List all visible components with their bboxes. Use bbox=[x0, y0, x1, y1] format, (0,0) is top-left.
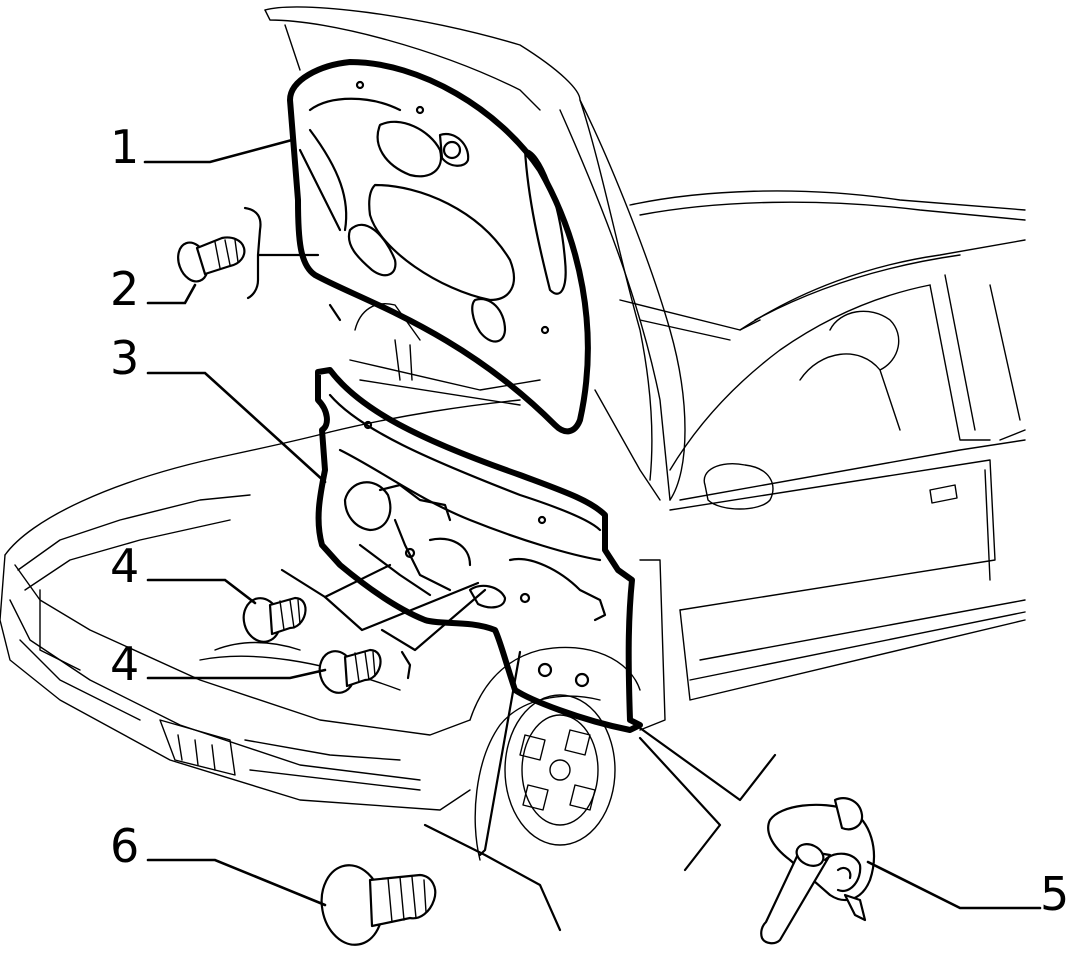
pad-clip-part-4-lower bbox=[318, 648, 382, 694]
callout-4-lower: 4 bbox=[110, 637, 139, 691]
callout-1: 1 bbox=[110, 120, 139, 174]
car-body-outline bbox=[0, 109, 1026, 861]
hood-clip-part-2 bbox=[177, 236, 246, 283]
callout-4-upper: 4 bbox=[110, 539, 139, 593]
hood-outer-skin bbox=[264, 6, 686, 501]
hood-inner-panel bbox=[287, 59, 591, 435]
pad-clip-part-4-upper bbox=[242, 596, 307, 643]
callout-2: 2 bbox=[110, 262, 139, 316]
pad-clip-part-6 bbox=[320, 864, 437, 946]
callout-5: 5 bbox=[1040, 867, 1067, 921]
hood-insulation-pad bbox=[315, 367, 643, 733]
leader-lines bbox=[143, 138, 1042, 932]
callout-3: 3 bbox=[110, 331, 139, 385]
hood-stop-part-5 bbox=[760, 797, 875, 945]
callout-6: 6 bbox=[110, 819, 139, 873]
